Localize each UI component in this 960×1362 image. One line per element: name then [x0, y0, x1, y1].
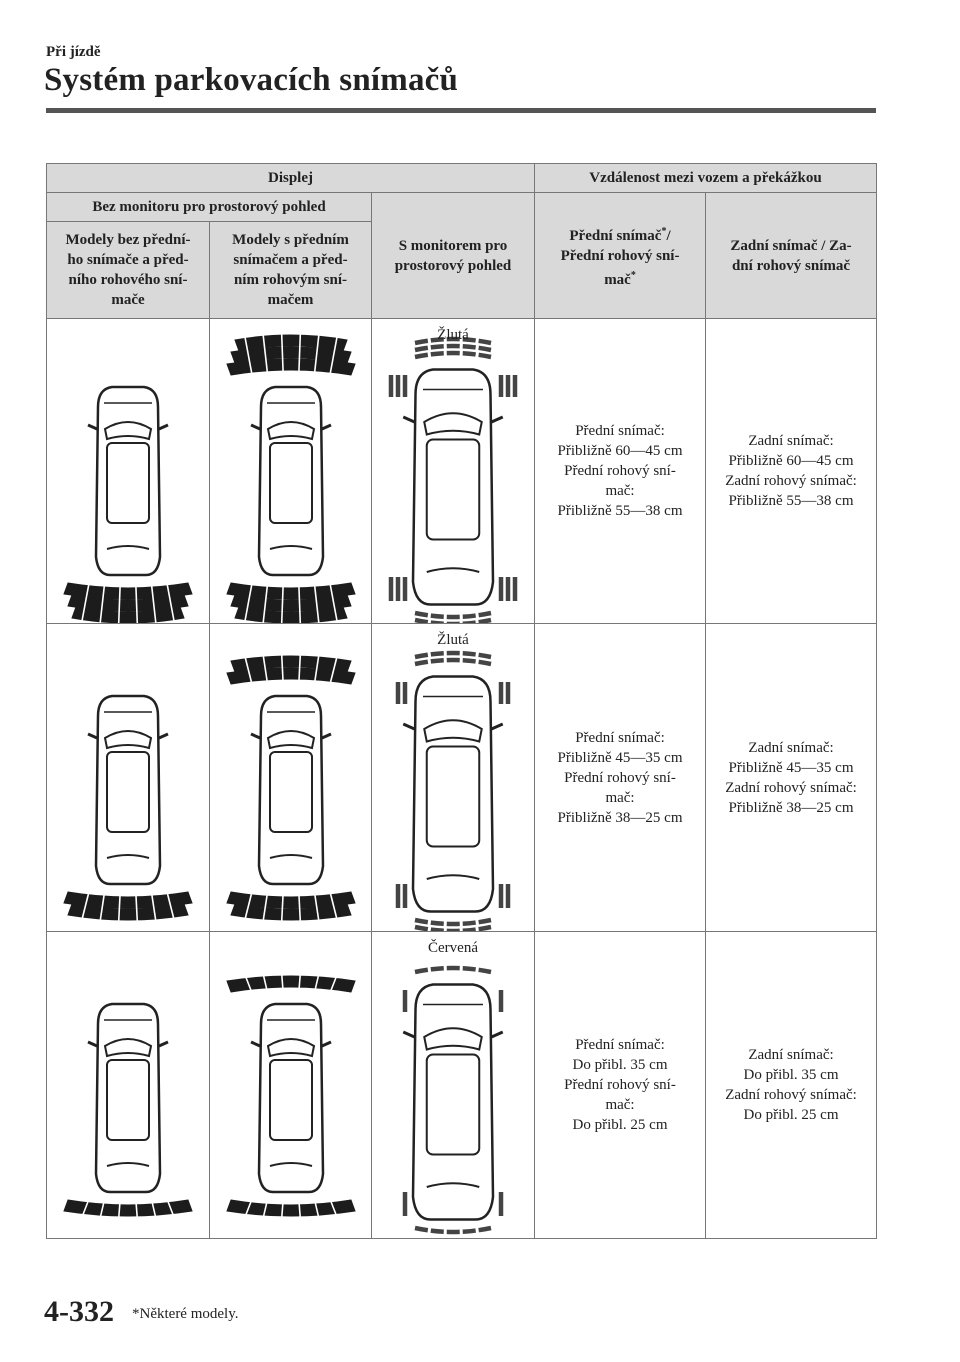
zone-color-label: Červená	[428, 940, 478, 956]
car-top-view-icon	[87, 1002, 169, 1194]
rear-distance-r2: Zadní snímač: Přibližně 45—35 cm Zadní r…	[705, 623, 878, 932]
zone-color-label: Žlutá	[437, 327, 469, 343]
car-top-view-icon	[250, 385, 332, 577]
front-distance-r1: Přední snímač: Přibližně 60—45 cm Přední…	[534, 318, 707, 624]
sensor-zone-icon	[226, 330, 356, 623]
title-rule	[46, 108, 876, 113]
zone-color-label: Žlutá	[437, 632, 469, 648]
front-line: Přední rohový sní-	[564, 769, 676, 786]
monitor-zone-icon	[402, 965, 504, 1235]
rear-line: Zadní rohový snímač:	[725, 473, 857, 489]
header-models-without-front: Modely bez přední-ho snímače a před-ního…	[46, 221, 210, 319]
car-top-view-icon	[87, 694, 169, 886]
front-sensor-label: Přední snímač*/Přední rohový sní-mač*	[560, 225, 680, 288]
rear-line: Zadní rohový snímač:	[725, 779, 857, 796]
diagram-monitor-r2: Žlutá	[370, 623, 536, 932]
car-diagram-monitor-icon	[388, 336, 518, 623]
rear-line: Přibližně 55—38 cm	[728, 493, 854, 509]
front-distance-r2: Přední snímač: Přibližně 45—35 cm Přední…	[534, 623, 707, 932]
rear-distance-r1: Zadní snímač: Přibližně 60—45 cm Zadní r…	[705, 318, 878, 624]
header-with-monitor: S monitorem pro prostorový pohled	[370, 192, 536, 319]
front-line: Přibližně 55—38 cm	[557, 503, 683, 519]
footnote: *Některé modely.	[132, 1306, 239, 1322]
car-diagram-front-rear-icon	[226, 651, 356, 925]
car-top-view-icon	[250, 1002, 332, 1194]
car-top-view-icon	[250, 694, 332, 886]
front-line: Přibližně 45—35 cm	[557, 749, 683, 766]
front-line: Přední snímač:	[575, 729, 665, 746]
parking-sensor-table: Displej Vzdálenost mezi vozem a překážko…	[45, 163, 878, 1239]
front-line: Přední rohový sní-	[564, 463, 676, 479]
car-diagram-monitor-icon	[402, 965, 504, 1235]
sensor-zone-icon	[226, 651, 356, 925]
front-line: Do přibl. 25 cm	[572, 1117, 668, 1133]
header-front-sensor: Přední snímač*/Přední rohový sní-mač*	[534, 192, 707, 319]
front-line: Do přibl. 35 cm	[572, 1057, 668, 1073]
header-no-monitor: Bez monitoru pro prostorový pohled	[46, 192, 372, 222]
front-line: Přibližně 38—25 cm	[557, 809, 683, 826]
sensor-zone-icon	[63, 889, 193, 925]
car-top-view-icon	[402, 368, 504, 606]
sensor-zone-icon	[63, 1197, 193, 1221]
sensor-zone-icon	[226, 971, 356, 1221]
diagram-monitor-r3: Červená	[370, 931, 536, 1239]
rear-line: Zadní snímač:	[748, 433, 834, 449]
front-line: Přední snímač:	[575, 423, 665, 439]
rear-sensor-label: Zadní snímač / Za-dní rohový snímač	[730, 237, 852, 274]
front-line: Přední snímač:	[575, 1037, 665, 1053]
front-line: mač:	[605, 789, 635, 806]
rear-line: Přibližně 60—45 cm	[728, 453, 854, 469]
rear-line: Zadní snímač:	[748, 739, 834, 756]
header-display: Displej	[45, 163, 536, 193]
car-diagram-front-rear-icon	[226, 330, 356, 623]
header-rear-sensor: Zadní snímač / Za-dní rohový snímač	[705, 192, 878, 319]
car-top-view-icon	[402, 675, 504, 913]
front-distance-r3: Přední snímač: Do přibl. 35 cm Přední ro…	[534, 931, 707, 1239]
rear-line: Přibližně 45—35 cm	[728, 759, 854, 776]
page-title: Systém parkovacích snímačů	[44, 62, 459, 98]
rear-line: Do přibl. 25 cm	[743, 1107, 839, 1123]
front-line: mač:	[605, 1097, 635, 1113]
diagram-rear-only-r2	[46, 623, 210, 932]
diagram-rear-only-r3	[46, 931, 210, 1239]
front-line: Přední rohový sní-	[564, 1077, 676, 1093]
car-diagram-rear-only-icon	[63, 385, 193, 623]
header-distance: Vzdálenost mezi vozem a překážkou	[534, 163, 878, 193]
page-number: 4-332	[44, 1295, 114, 1328]
diagram-monitor-r1: Žlutá	[370, 318, 536, 624]
section-label: Při jízdě	[46, 44, 101, 60]
front-line: Přibližně 60—45 cm	[557, 443, 683, 459]
rear-line: Do přibl. 35 cm	[743, 1067, 839, 1083]
rear-line: Přibližně 38—25 cm	[728, 799, 854, 816]
car-top-view-icon	[87, 385, 169, 577]
sensor-zone-icon	[63, 580, 193, 623]
car-diagram-monitor-icon	[395, 650, 511, 931]
car-diagram-front-rear-icon	[226, 971, 356, 1221]
diagram-front-rear-r2	[209, 623, 372, 932]
models-without-front-label: Modely bez přední-ho snímače a před-ního…	[65, 232, 191, 308]
monitor-zone-icon	[388, 336, 518, 623]
rear-line: Zadní snímač:	[748, 1047, 834, 1063]
rear-line: Zadní rohový snímač:	[725, 1087, 857, 1103]
car-diagram-rear-only-icon	[63, 694, 193, 925]
diagram-rear-only-r1	[46, 318, 210, 624]
diagram-front-rear-r3	[209, 931, 372, 1239]
with-monitor-label: S monitorem pro prostorový pohled	[394, 237, 512, 274]
car-diagram-rear-only-icon	[63, 1002, 193, 1221]
front-line: mač:	[605, 483, 635, 499]
rear-distance-r3: Zadní snímač: Do přibl. 35 cm Zadní roho…	[705, 931, 878, 1239]
diagram-front-rear-r1	[209, 318, 372, 624]
monitor-zone-icon	[395, 650, 511, 931]
car-top-view-icon	[402, 983, 504, 1221]
